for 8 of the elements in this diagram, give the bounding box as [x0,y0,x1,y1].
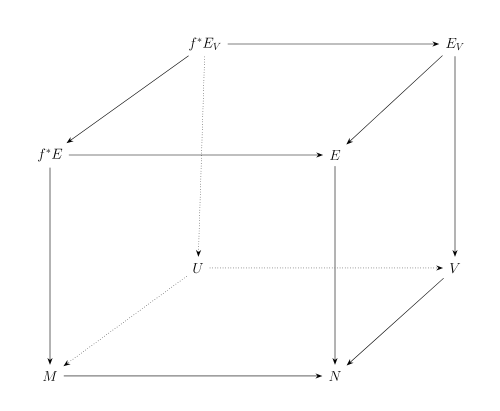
math-label: $f^*E$ [38,148,62,162]
math-label: $M$ [43,371,58,381]
math-label: $V$ [450,263,460,274]
math-label: $U$ [193,263,204,274]
math-label: $f^*E_V$ [189,37,221,51]
math-label: $E_V$ [446,38,464,50]
math-label: $N$ [329,371,341,381]
math-label: $E$ [330,150,340,160]
